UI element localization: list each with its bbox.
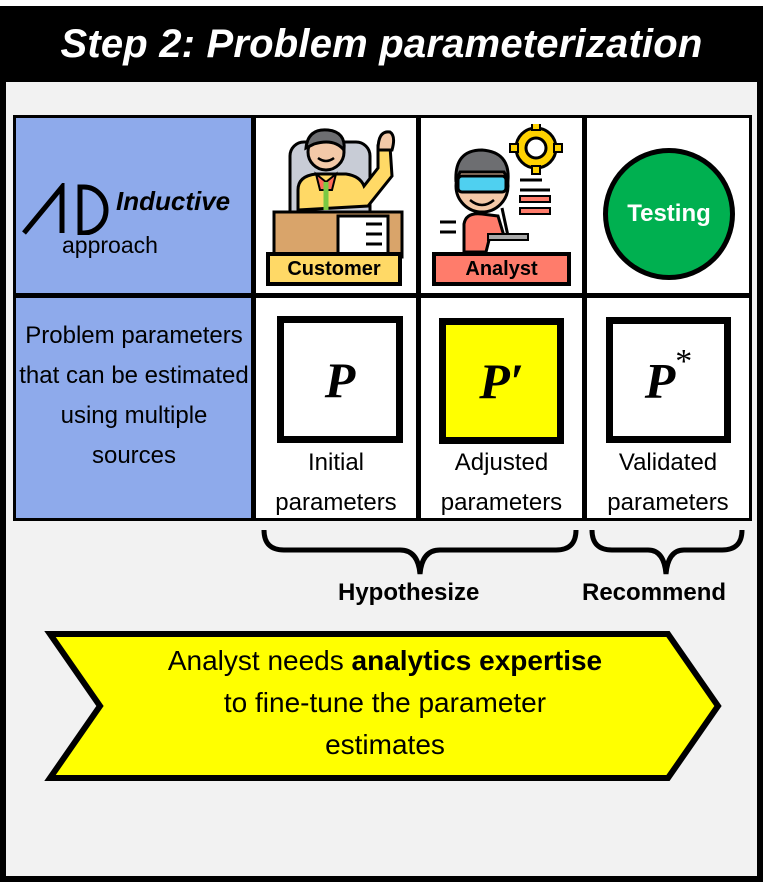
- adjusted-param-label: Adjusted parameters: [421, 443, 582, 523]
- testing-label: Testing: [627, 200, 711, 227]
- label-line: parameters: [607, 489, 729, 516]
- initial-param-label: Initial parameters: [256, 443, 416, 523]
- callout-line-3: estimates: [325, 729, 445, 760]
- callout-line-2: to fine-tune the parameter: [223, 687, 547, 718]
- label-line: parameters: [440, 489, 563, 516]
- recommend-brace-icon: [589, 529, 745, 575]
- customer-at-desk-icon: [272, 128, 404, 259]
- approach-bold-label: Inductive: [116, 186, 231, 216]
- parameters-description: Problem parameters that can be estimated…: [19, 322, 249, 469]
- hypothesize-brace-icon: [261, 529, 579, 575]
- param-symbol-p-prime: P′: [479, 353, 524, 409]
- page-title: Step 2: Problem parameterization: [60, 22, 703, 66]
- testing-circle: Testing: [603, 148, 735, 280]
- customer-label-text: Customer: [270, 256, 398, 282]
- analyst-with-laptop-icon: [440, 124, 563, 254]
- analyst-label: Analyst: [432, 252, 571, 286]
- ad-logo-icon: [22, 183, 109, 235]
- label-line: Validated: [618, 449, 718, 476]
- approach-cell: [16, 118, 251, 293]
- validated-param-label: Validated parameters: [587, 443, 749, 523]
- validated-param-box: P*: [606, 317, 731, 443]
- description-cell: [16, 298, 251, 518]
- approach-label: approach: [62, 232, 158, 258]
- analyst-label-text: Analyst: [436, 256, 567, 282]
- adjusted-param-box: P′: [439, 318, 564, 444]
- label-line: Initial: [307, 449, 365, 476]
- label-line: Adjusted: [454, 449, 549, 476]
- initial-param-box: P: [277, 316, 403, 443]
- param-symbol-p: P: [324, 351, 356, 408]
- callout-line-1: Analyst needs analytics expertise: [167, 645, 603, 676]
- callout-chevron: [44, 631, 722, 781]
- label-line: parameters: [275, 489, 397, 516]
- callout-text: Analyst needs analytics expertise to fin…: [100, 640, 670, 766]
- param-symbol-p-star: P*: [644, 342, 693, 409]
- customer-label: Customer: [266, 252, 402, 286]
- hypothesize-label: Hypothesize: [338, 579, 480, 606]
- recommend-label: Recommend: [582, 579, 727, 606]
